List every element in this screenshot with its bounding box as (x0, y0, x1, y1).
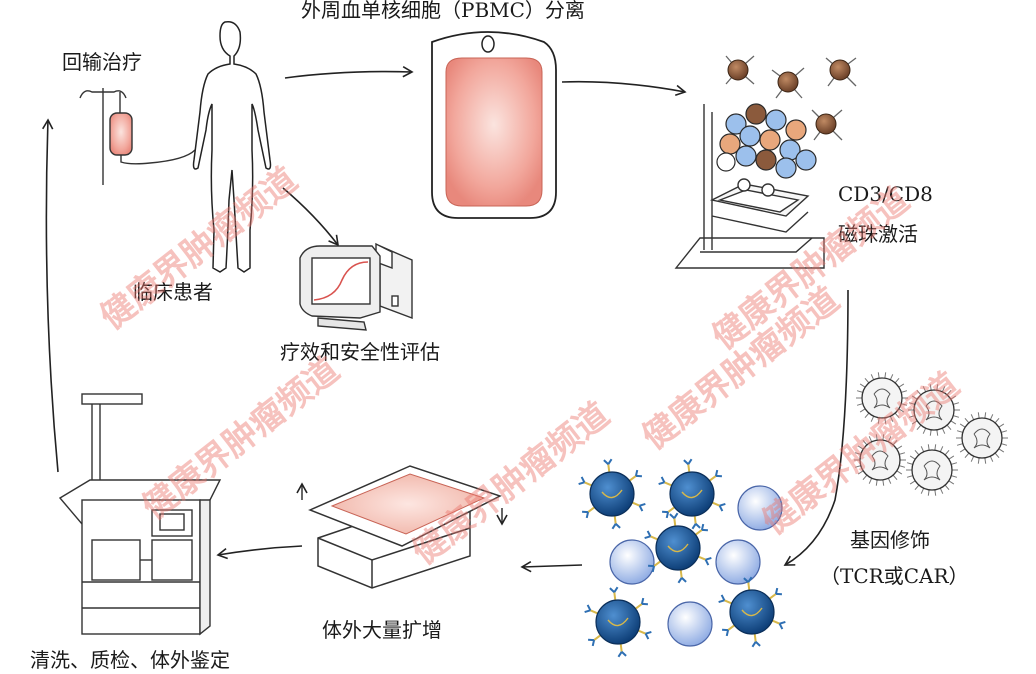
virus-particle (856, 372, 908, 424)
label-efficacy-safety: 疗效和安全性评估 (280, 340, 440, 364)
label-gene-modification: 基因修饰 (850, 528, 930, 552)
label-tcr-car: （TCR或CAR） (820, 564, 969, 588)
iv-bag-icon (79, 88, 196, 185)
unmodified-t-cell (667, 601, 713, 647)
t-cell-icon (578, 458, 786, 658)
human-figure-icon (192, 20, 272, 273)
virus-particle (908, 384, 960, 436)
modified-t-cell (644, 512, 712, 584)
modified-t-cell (718, 576, 786, 648)
incubator-icon (674, 104, 825, 269)
computer-icon (299, 242, 413, 331)
biosafety-cabinet-icon (58, 393, 222, 636)
modified-t-cell (578, 458, 646, 530)
label-wash-qc-identification: 清洗、质检、体外鉴定 (30, 648, 230, 672)
unmodified-t-cell (737, 485, 783, 531)
unmodified-t-cell (609, 539, 655, 585)
arrow-qc-to-infusion (42, 118, 59, 473)
modified-t-cell (584, 586, 652, 658)
label-in-vitro-expansion: 体外大量扩增 (322, 618, 442, 642)
arrow-activation-to-genemod (783, 289, 849, 566)
cell-cluster-icon (716, 103, 817, 179)
culture-bag-icon (296, 465, 508, 589)
modified-t-cell (658, 458, 726, 530)
magnetic-bead-icon (725, 55, 857, 141)
arrow-pbmc-to-activation (561, 80, 687, 97)
virus-particle (956, 412, 1008, 464)
label-cd3-cd8: CD3/CD8 (838, 182, 933, 206)
unmodified-t-cell (715, 539, 761, 585)
blood-bag-icon (431, 31, 557, 219)
label-clinical-patient: 临床患者 (133, 280, 213, 304)
flow-arrows (42, 66, 849, 573)
arrow-genemod-to-expansion (520, 561, 583, 573)
arrow-patient-to-evaluation (282, 187, 340, 247)
label-pbmc-separation: 外周血单核细胞（PBMC）分离 (301, 0, 585, 22)
arrow-expansion-to-qc (216, 545, 303, 560)
virus-particle (854, 434, 906, 486)
virus-particle (906, 444, 958, 496)
virus-vector-icon (854, 372, 1008, 496)
label-infusion-therapy: 回输治疗 (62, 50, 142, 74)
arrow-patient-to-pbmc (284, 66, 414, 79)
label-bead-activation: 磁珠激活 (838, 222, 918, 246)
